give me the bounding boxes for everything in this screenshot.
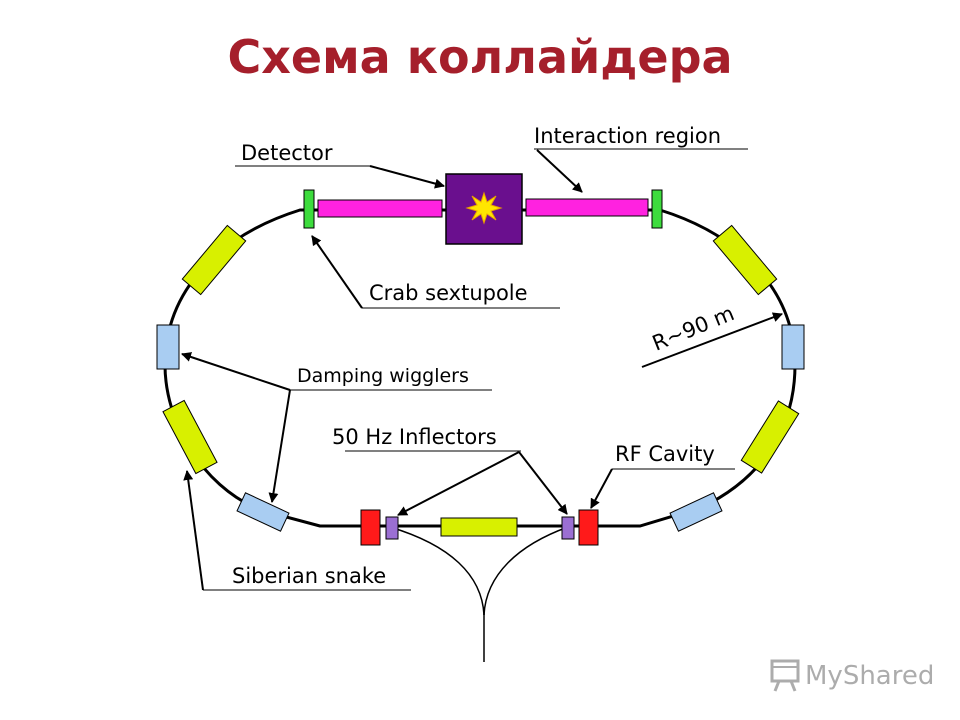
label-siberian-snake: Siberian snake xyxy=(232,564,386,588)
ring-section-upper-right xyxy=(712,224,778,296)
watermark-text: MyShared xyxy=(805,661,934,691)
wiggler-left xyxy=(156,324,180,370)
inflector-right xyxy=(561,516,575,540)
wiggler-right xyxy=(781,324,805,370)
presentation-board-icon xyxy=(770,659,800,692)
rf-cavity-right xyxy=(578,509,599,546)
ring-section-lower-right xyxy=(740,400,800,474)
label-rf-cavity: RF Cavity xyxy=(615,442,715,466)
interaction-magnet-right xyxy=(525,198,649,217)
inflector-left xyxy=(385,516,399,540)
label-damping-wigglers: Damping wigglers xyxy=(297,365,469,387)
label-detector: Detector xyxy=(241,141,333,165)
slide-title: Схема коллайдера xyxy=(227,30,733,84)
ring-section-lower-left xyxy=(162,399,218,475)
injection-line-right xyxy=(483,526,569,616)
pointer-detector xyxy=(369,165,445,189)
pointer-inflectors-right xyxy=(518,451,568,515)
label-crab-sextupole: Crab sextupole xyxy=(369,281,528,305)
pointer-siberian-snake xyxy=(183,470,204,591)
wiggler-bottom-right xyxy=(669,492,723,532)
crab-sextupole-left xyxy=(303,189,315,229)
ring-section-bottom xyxy=(440,517,518,537)
pointer-inflectors-left xyxy=(397,451,520,516)
pointer-interaction-region xyxy=(536,149,583,193)
wiggler-bottom-left xyxy=(236,492,290,532)
pointer-damping-wigglers-bottom xyxy=(268,389,291,503)
pointer-rf-cavity xyxy=(590,468,613,509)
pointer-damping-wigglers-left xyxy=(181,352,291,391)
label-inflectors: 50 Hz Inflectors xyxy=(332,425,497,449)
pointer-crab-sextupole xyxy=(311,235,363,309)
crab-sextupole-right xyxy=(651,189,663,229)
rf-cavity-left xyxy=(360,509,381,546)
collider-ring xyxy=(163,208,797,528)
pointer-radius xyxy=(641,312,783,368)
label-interaction-region: Interaction region xyxy=(534,124,721,148)
starburst-icon xyxy=(465,191,503,225)
watermark: MyShared xyxy=(770,659,934,692)
injection-line-left xyxy=(389,526,485,616)
interaction-magnet-left xyxy=(317,199,443,218)
ring-section-upper-left xyxy=(181,224,247,296)
